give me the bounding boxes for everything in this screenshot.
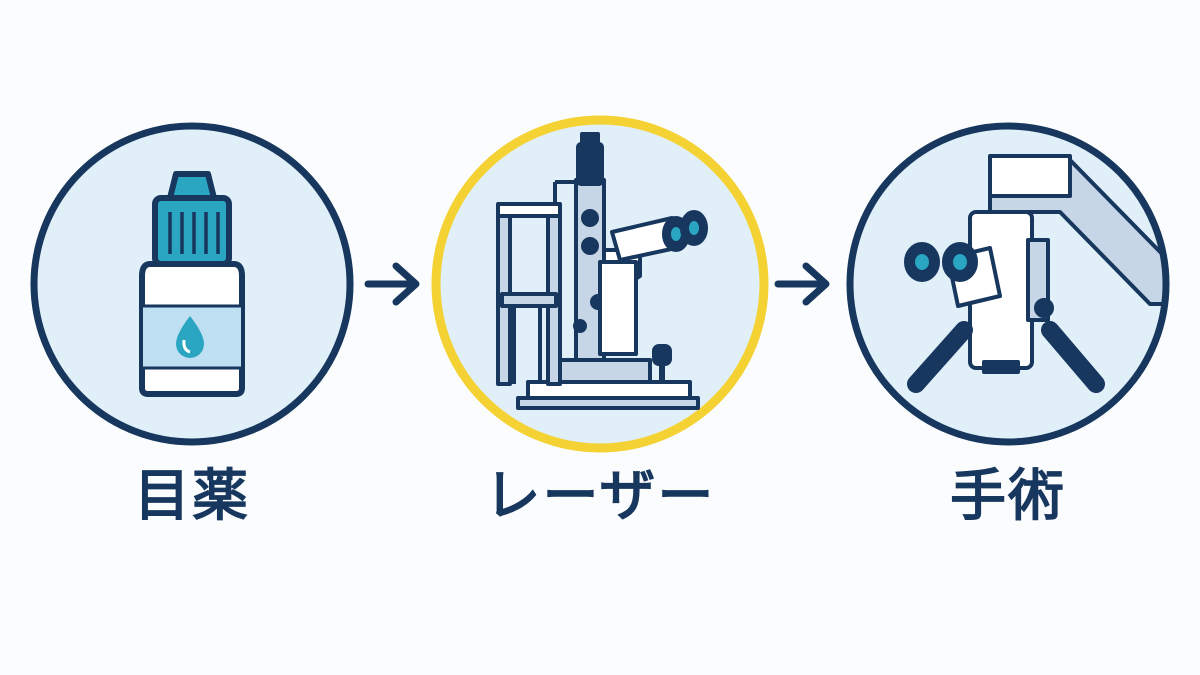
step-eye-drops <box>30 122 354 446</box>
step-1-label: 目薬 <box>134 464 250 529</box>
surgical-microscope-icon <box>904 154 1163 393</box>
arrow-right-icon <box>364 262 420 306</box>
eye-drop-bottle-icon <box>139 171 245 397</box>
step-surgery <box>846 122 1170 446</box>
slit-lamp-laser-icon <box>496 132 708 410</box>
step-laser <box>431 115 769 453</box>
step-3-circle-border <box>846 122 1170 446</box>
arrow-right-icon <box>774 262 830 306</box>
step-3-label: 手術 <box>950 464 1066 529</box>
step-2-label: レーザー <box>484 464 716 529</box>
water-drop-icon <box>176 316 204 358</box>
